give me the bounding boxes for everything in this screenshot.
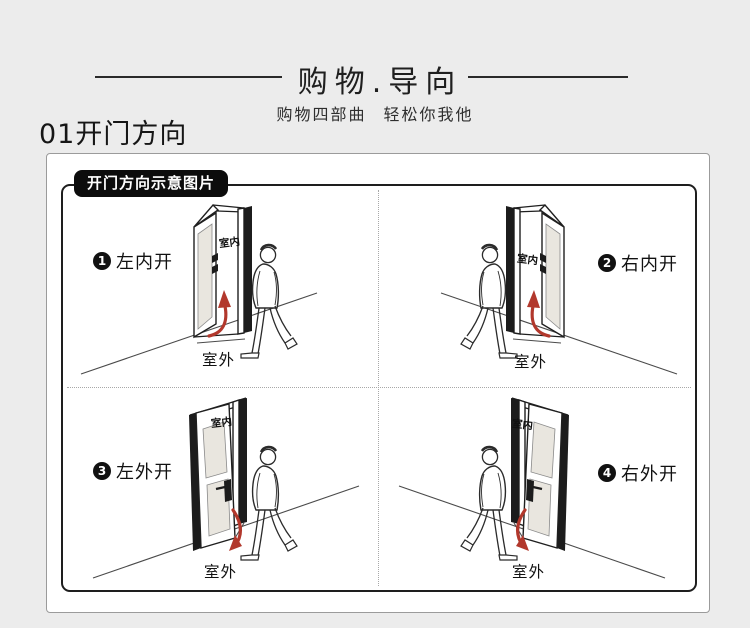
door-panel-lower xyxy=(206,478,231,537)
indoor-label: 室内 xyxy=(210,415,233,431)
door-illustration-inward-mirrored xyxy=(440,203,678,375)
quadrant-left-outward: 3 左外开 室内 室外 xyxy=(63,388,379,590)
number-badge: 4 xyxy=(598,464,616,482)
quadrant-left-inward: 1 左内开 室内 室外 xyxy=(63,186,379,388)
door-panel-upper xyxy=(202,421,228,479)
indoor-label: 室内 xyxy=(511,417,534,433)
header-rule-right xyxy=(468,76,628,78)
door-illustration-outward xyxy=(92,397,360,579)
indoor-label: 室内 xyxy=(516,252,539,268)
door-top-pennant xyxy=(193,203,220,228)
door-hinge-edge xyxy=(189,413,201,551)
person-figure xyxy=(240,445,298,561)
section-title: 01开门方向 xyxy=(39,119,188,150)
direction-label: 左内开 xyxy=(116,252,173,273)
person-figure xyxy=(240,243,298,359)
swing-arrow-head xyxy=(229,535,242,551)
door-lock xyxy=(212,253,218,263)
quadrant-right-inward: 2 右内开 室内 室外 xyxy=(379,186,695,388)
direction-label: 右外开 xyxy=(621,464,678,485)
swing-arrow-head xyxy=(218,290,231,308)
person-figure xyxy=(460,445,518,561)
door-illustration-outward-mirrored xyxy=(398,397,666,579)
page-subtitle: 购物四部曲 轻松你我他 xyxy=(276,105,474,124)
quadrant-label: 2 右内开 xyxy=(598,250,678,276)
divider-vertical xyxy=(378,190,379,586)
door-direction-panel: 1 左内开 室内 室外 xyxy=(61,184,697,592)
quadrant-label: 3 左外开 xyxy=(93,458,173,484)
panel-badge: 开门方向示意图片 xyxy=(74,170,229,197)
door-jamb xyxy=(237,207,245,335)
person-figure xyxy=(460,243,518,359)
indoor-label: 室内 xyxy=(218,235,241,251)
direction-label: 左外开 xyxy=(116,462,173,483)
quadrant-label: 4 右外开 xyxy=(598,460,678,486)
outdoor-label: 室外 xyxy=(512,563,546,581)
page-title: 购物.导向 xyxy=(297,65,463,100)
door-illustration-inward xyxy=(80,203,318,375)
quadrant-label: 1 左内开 xyxy=(93,248,173,274)
threshold xyxy=(193,333,239,338)
swing-arrow xyxy=(207,304,228,338)
number-badge: 1 xyxy=(93,252,111,270)
divider-horizontal xyxy=(67,387,691,388)
door-handle xyxy=(224,479,232,502)
header-rule-left xyxy=(95,76,282,78)
outdoor-label: 室外 xyxy=(202,351,236,369)
outdoor-label: 室外 xyxy=(514,353,548,371)
number-badge: 2 xyxy=(598,254,616,272)
number-badge: 3 xyxy=(93,462,111,480)
quadrant-right-outward: 4 右外开 室内 室外 xyxy=(379,388,695,590)
direction-label: 右内开 xyxy=(621,254,678,275)
outdoor-label: 室外 xyxy=(204,563,238,581)
